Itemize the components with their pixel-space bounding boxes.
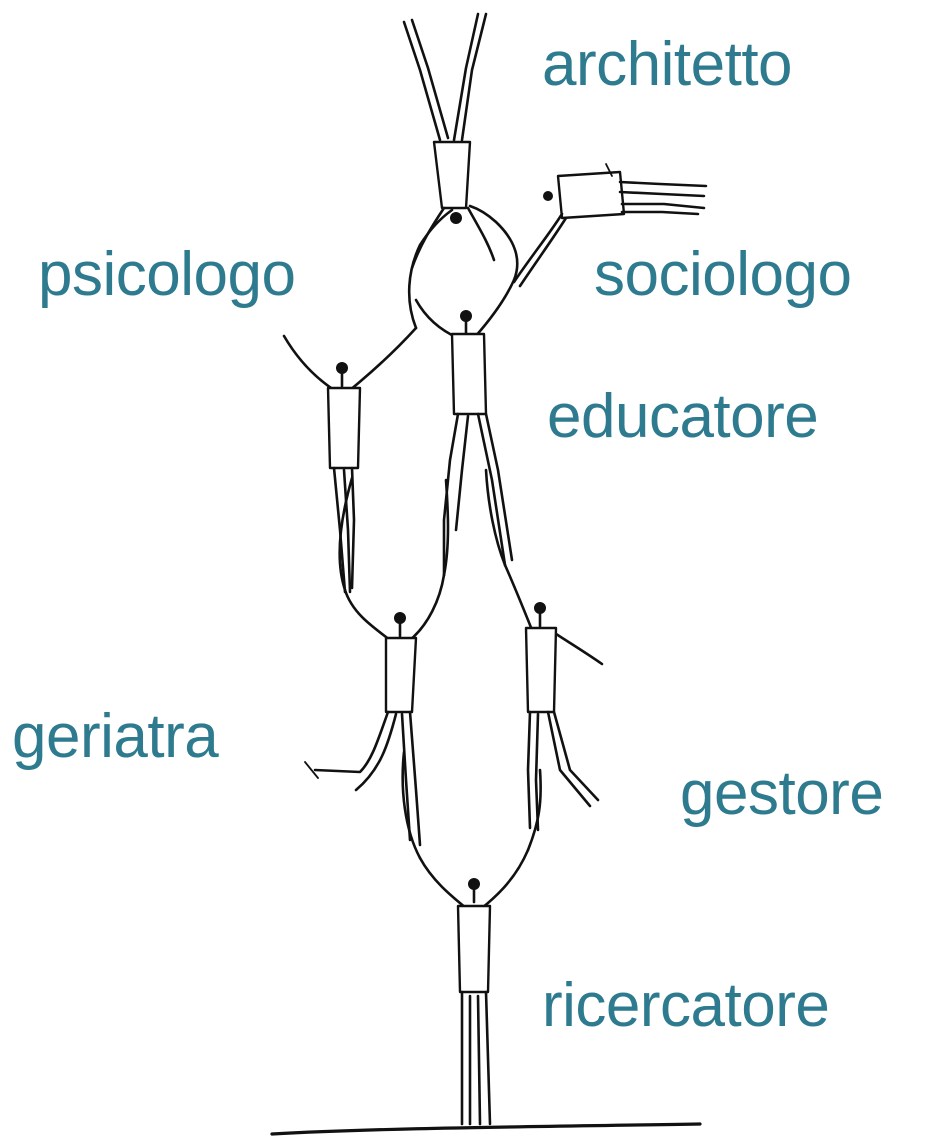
label-geriatra: geriatra (12, 706, 218, 768)
figure-geriatra (305, 575, 444, 845)
label-ricercatore: ricercatore (542, 975, 829, 1037)
figure-architetto (404, 14, 494, 268)
figure-gestore (505, 565, 602, 830)
figure-psicologo (284, 328, 416, 592)
label-gestore: gestore (680, 763, 883, 825)
label-educatore: educatore (547, 386, 818, 448)
label-architetto: architetto (542, 34, 792, 96)
label-sociologo: sociologo (594, 244, 851, 306)
figure-educatore (416, 280, 514, 575)
top-oval-right (470, 206, 517, 280)
figure-ricercatore (420, 850, 528, 1124)
ground-line (272, 1124, 700, 1134)
label-psicologo: psicologo (38, 244, 295, 306)
